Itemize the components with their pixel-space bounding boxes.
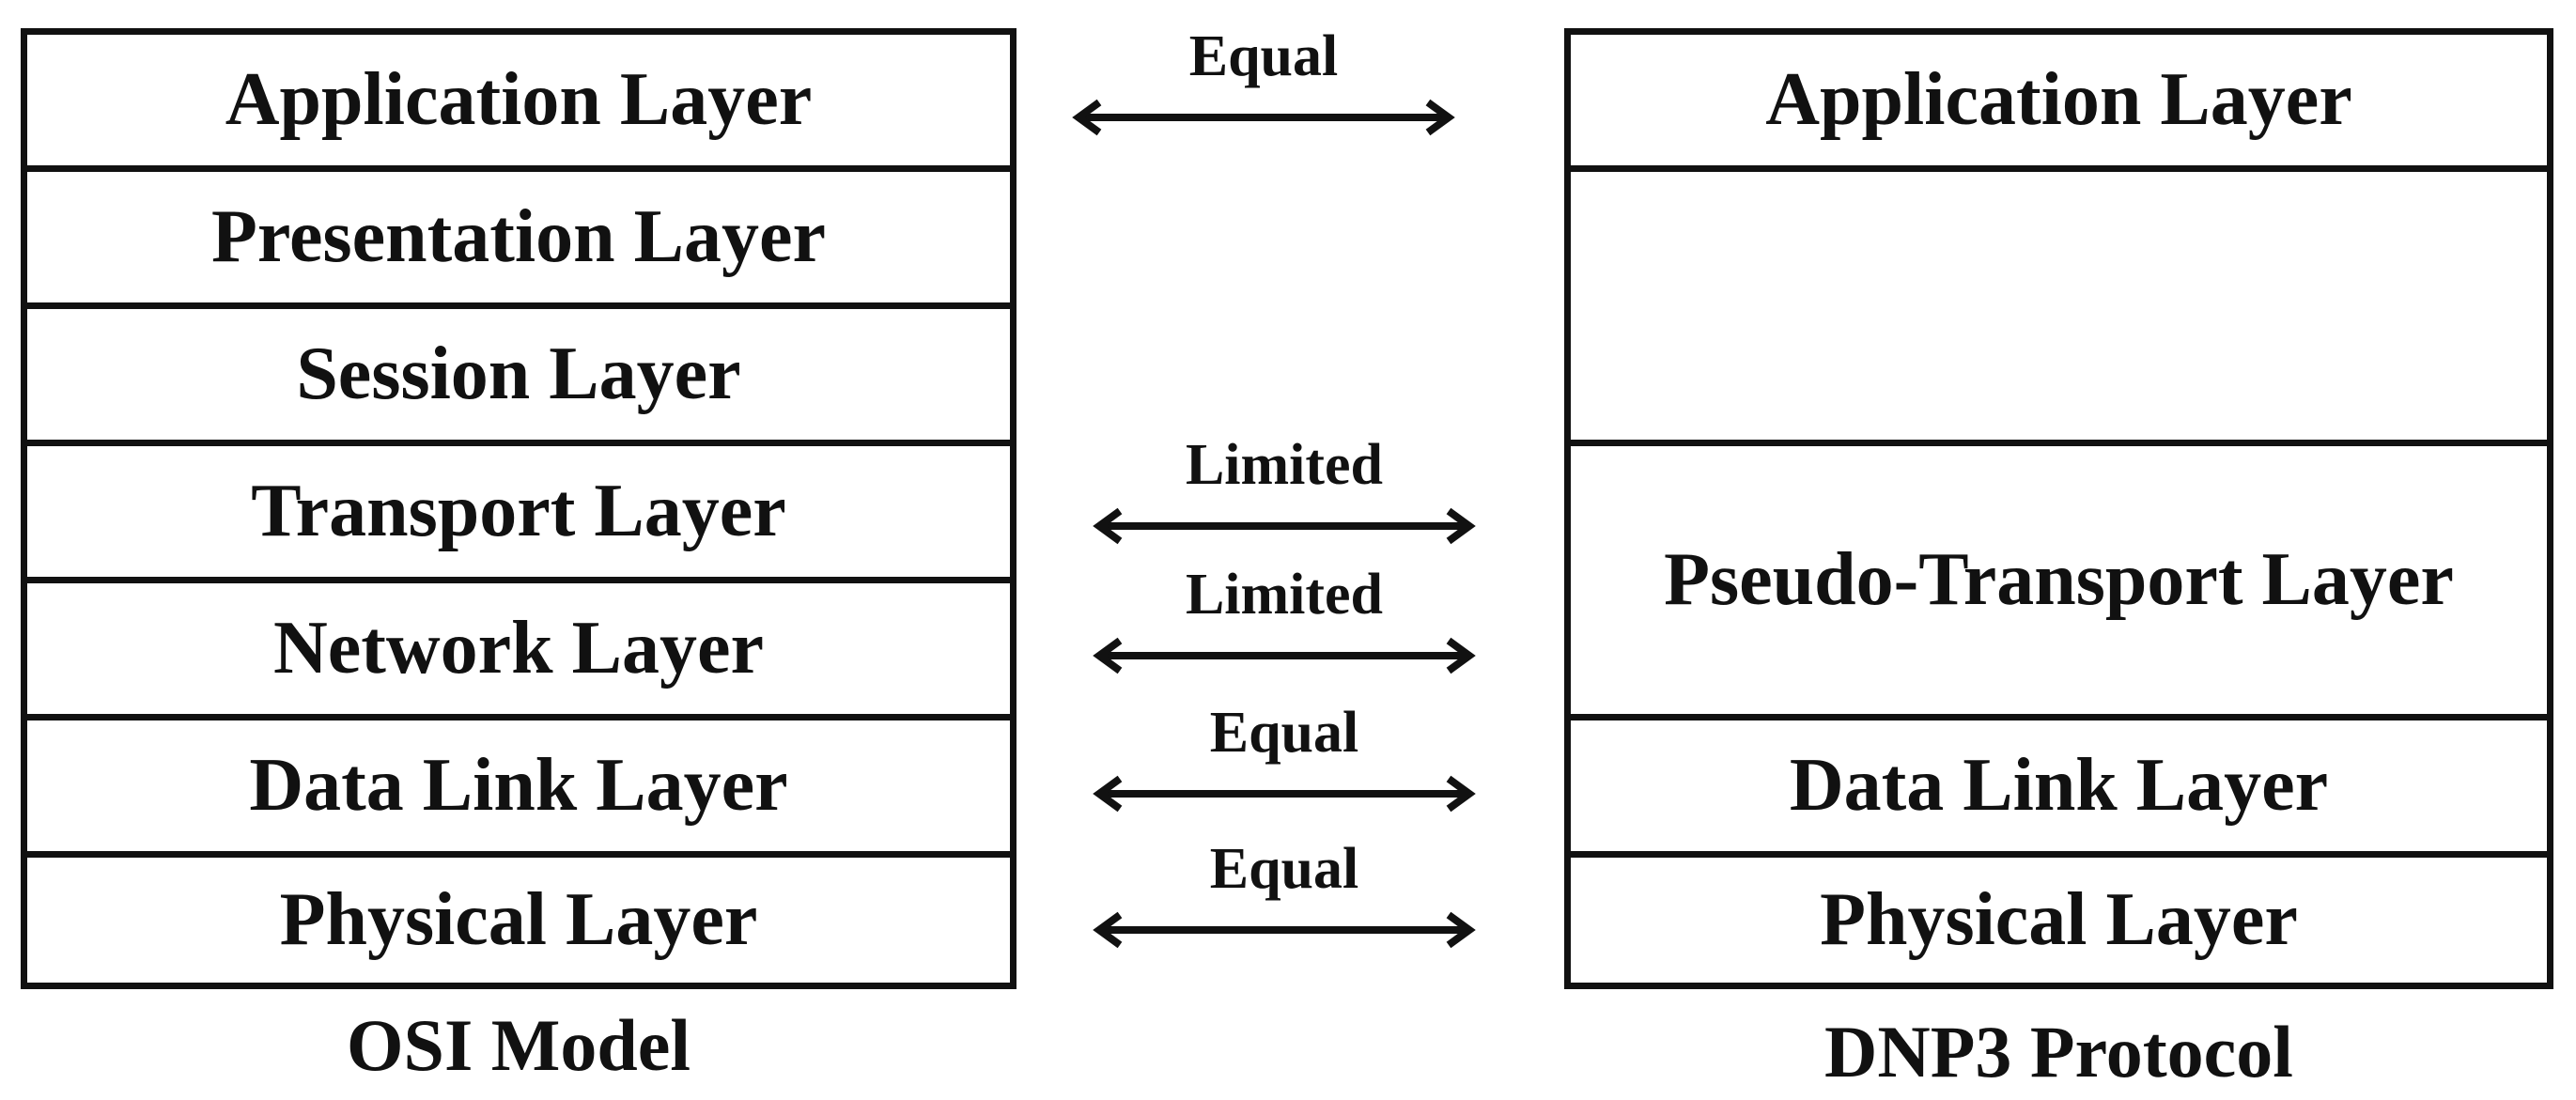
relation-label: Limited: [1185, 433, 1384, 497]
double-arrow-icon: [1093, 637, 1476, 674]
osi-transport-layer: Transport Layer: [27, 440, 1010, 577]
dnp3-empty-layer: [1571, 165, 2547, 440]
osi-network-layer: Network Layer: [27, 577, 1010, 714]
osi-application-layer: Application Layer: [225, 58, 813, 141]
relation-label: Equal: [1188, 24, 1339, 88]
osi-data-link-layer: Data Link Layer: [27, 714, 1010, 851]
osi-presentation-layer: Presentation Layer: [27, 165, 1010, 302]
dnp3-application-layer: Application Layer: [1765, 58, 2352, 141]
relation-physical: Equal: [1092, 836, 1477, 949]
double-arrow-icon: [1093, 775, 1476, 813]
relation-application: Equal: [1071, 23, 1456, 136]
relation-transport: Limited: [1092, 432, 1477, 545]
double-arrow-icon: [1093, 507, 1476, 545]
relation-label: Equal: [1209, 837, 1359, 901]
double-arrow-icon: [1072, 99, 1455, 136]
dnp3-pseudo-transport-layer: Pseudo-Transport Layer: [1571, 440, 2547, 714]
osi-session-layer: Session Layer: [27, 302, 1010, 440]
osi-model-caption: OSI Model: [346, 1004, 691, 1086]
dnp3-protocol-stack: Application Layer Pseudo-Transport Layer…: [1564, 28, 2553, 989]
osi-model-stack: Application Layer Presentation Layer Ses…: [21, 28, 1016, 989]
relation-label: Equal: [1209, 701, 1359, 765]
relation-data-link: Equal: [1092, 700, 1477, 813]
dnp3-protocol-caption: DNP3 Protocol: [1824, 1011, 2293, 1092]
double-arrow-icon: [1093, 911, 1476, 949]
relation-network: Limited: [1092, 562, 1477, 674]
osi-physical-layer: Physical Layer: [27, 851, 1010, 983]
relation-label: Limited: [1185, 563, 1384, 627]
dnp3-physical-layer: Physical Layer: [1571, 851, 2547, 983]
dnp3-data-link-layer: Data Link Layer: [1571, 714, 2547, 851]
